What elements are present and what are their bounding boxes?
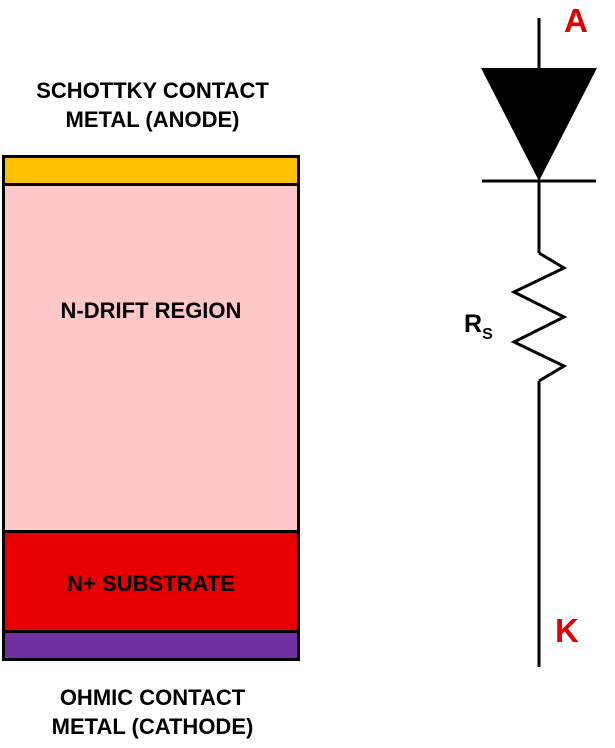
anode-label-line1: SCHOTTKY CONTACT <box>36 78 269 103</box>
resistor-label-subscript: S <box>482 326 493 343</box>
anode-label-line2: METAL (ANODE) <box>65 107 240 132</box>
resistor-zigzag-icon <box>510 251 568 383</box>
ohmic-metal-layer <box>2 630 300 661</box>
resistor-label-main: R <box>464 310 482 338</box>
anode-terminal-label: A <box>564 2 588 39</box>
cathode-terminal-label: K <box>555 612 579 649</box>
resistor-label: RS <box>464 310 493 343</box>
anode-contact-label: SCHOTTKY CONTACT METAL (ANODE) <box>0 76 305 134</box>
cathode-contact-label: OHMIC CONTACT METAL (CATHODE) <box>0 683 305 741</box>
n-drift-region-layer: N-DRIFT REGION <box>2 183 300 533</box>
substrate-label: N+ SUBSTRATE <box>67 571 235 596</box>
diode-triangle-icon <box>481 68 597 181</box>
drift-region-label: N-DRIFT REGION <box>60 298 242 323</box>
cathode-label-line1: OHMIC CONTACT <box>59 685 246 710</box>
cathode-label-line2: METAL (CATHODE) <box>51 714 254 739</box>
